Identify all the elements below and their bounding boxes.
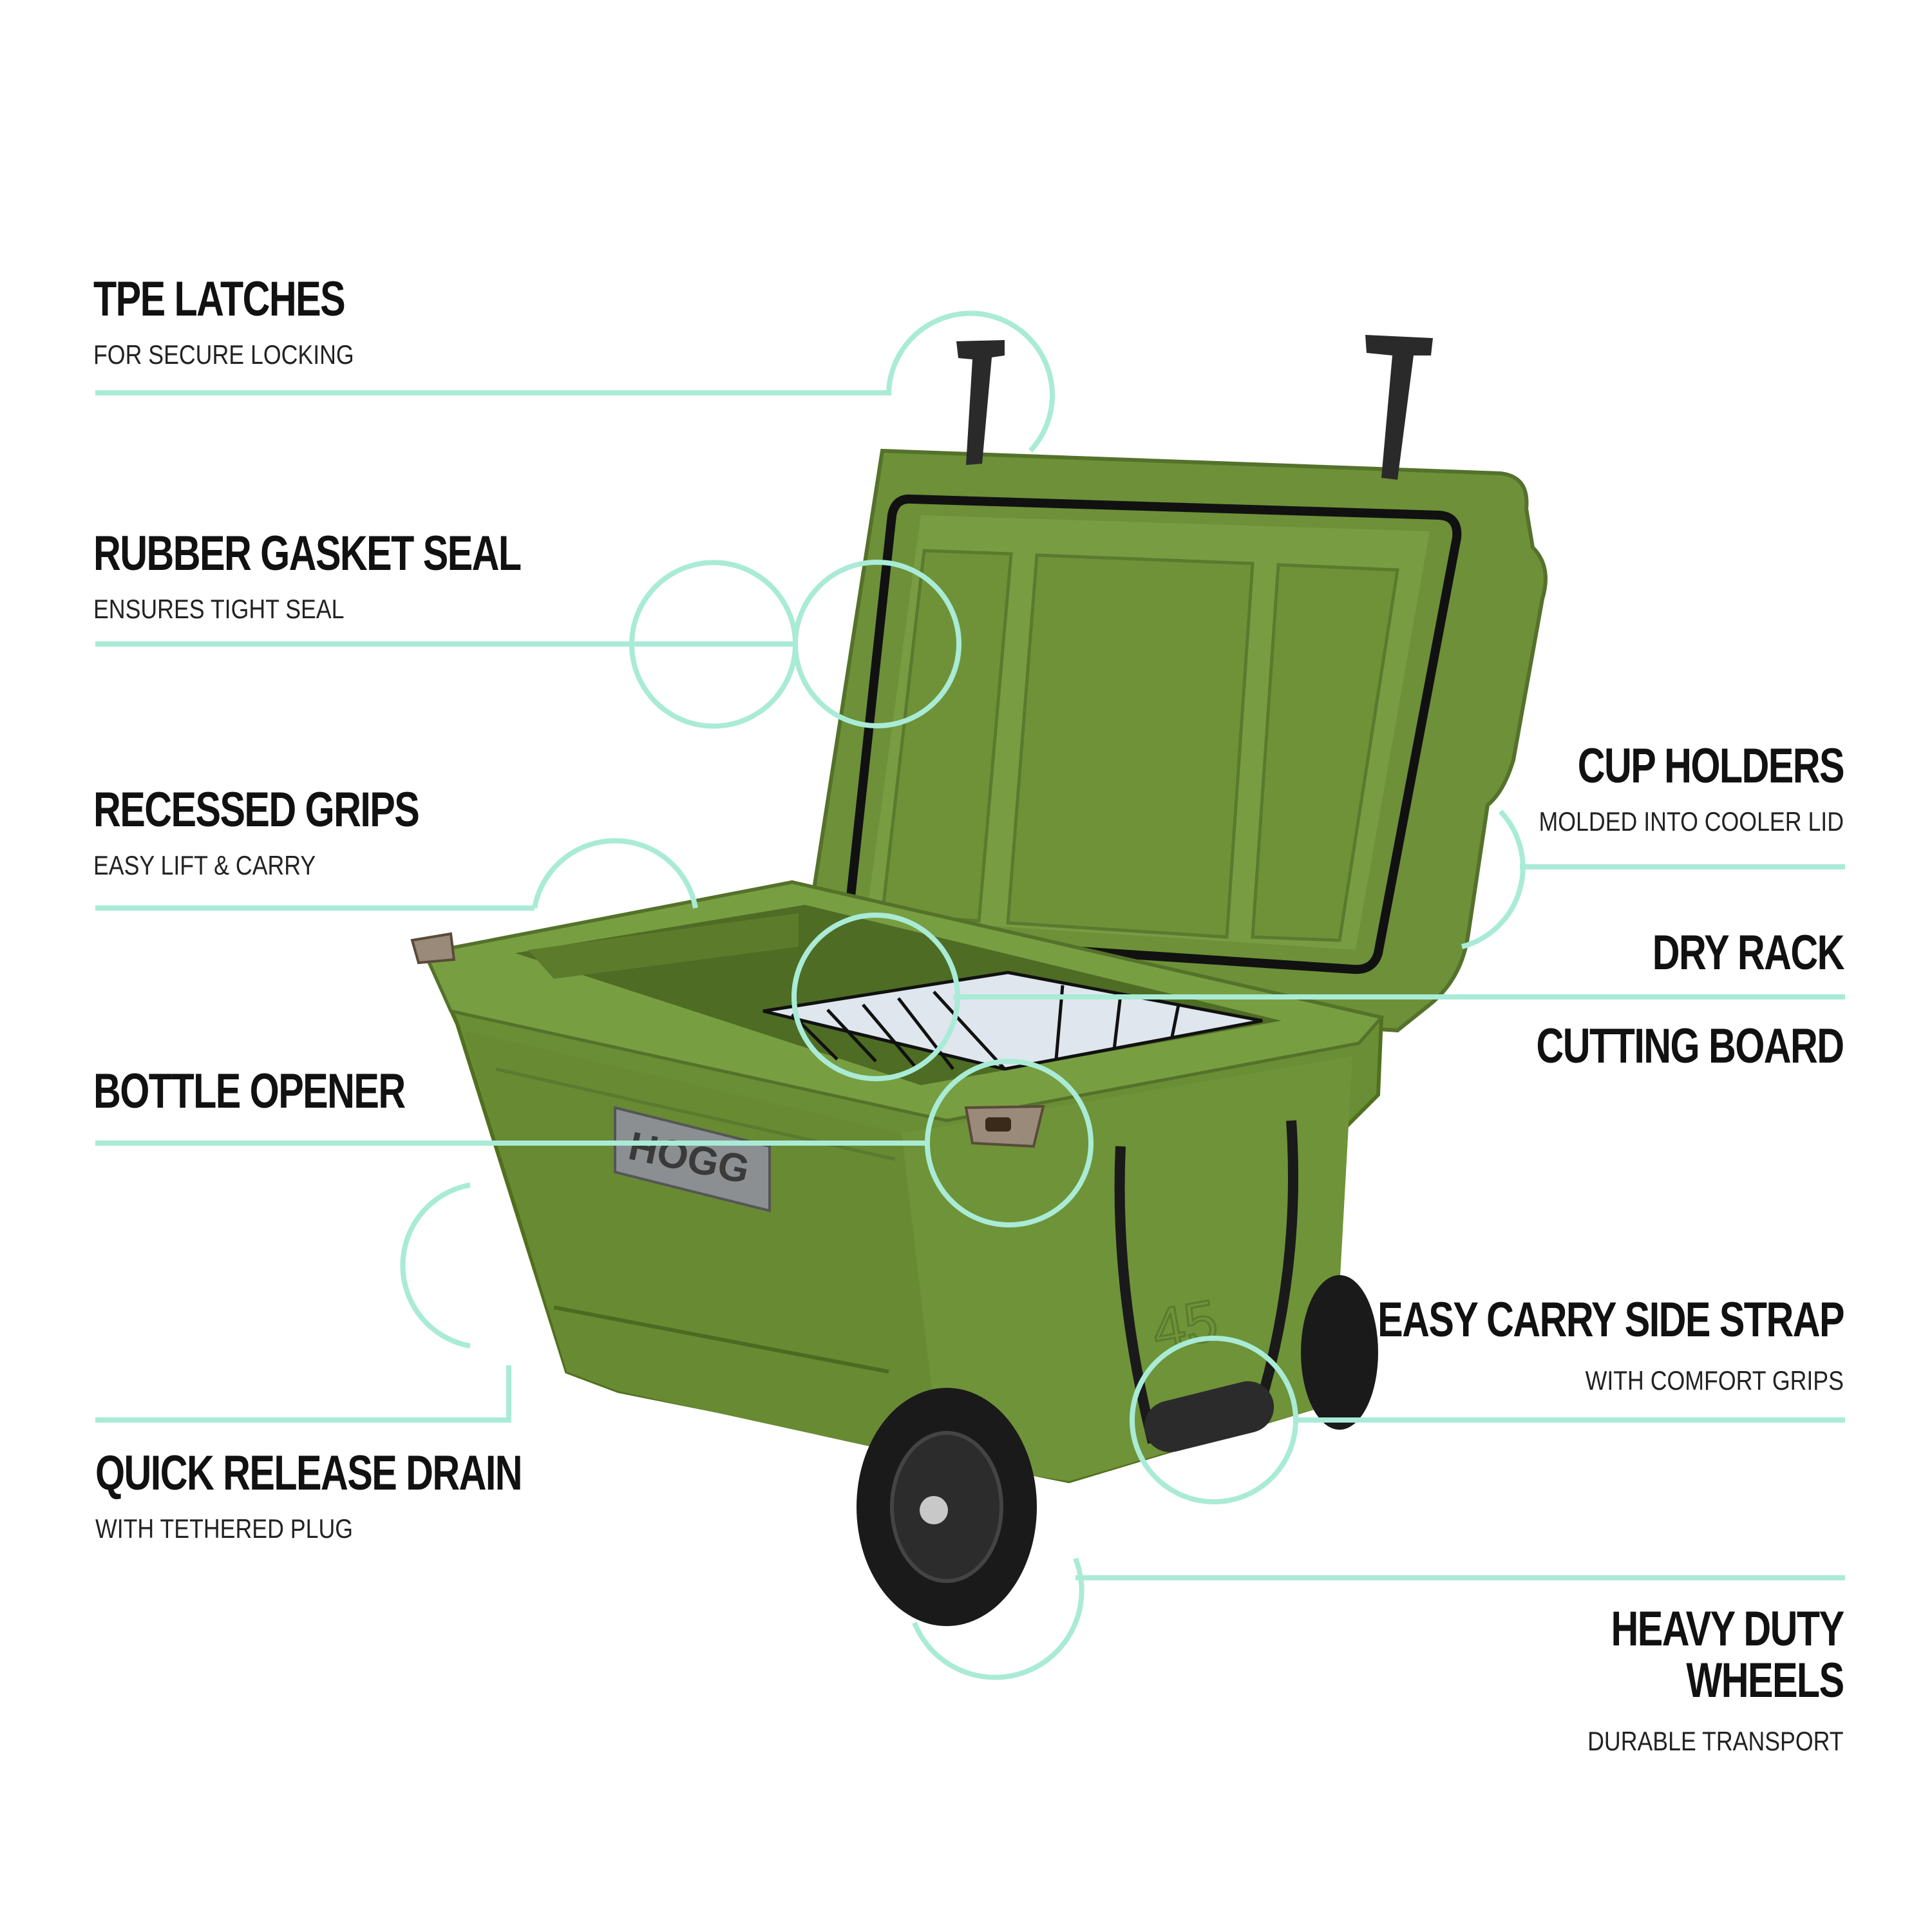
callout-arc-quick-release-drain [400,1182,471,1349]
feature-easy-carry-side-strap: EASY CARRY SIDE STRAP WITH COMFORT GRIPS [1246,1294,1844,1396]
callout-circle-side-strap [1130,1336,1298,1504]
feature-subtitle: ENSURES TIGHT SEAL [93,594,345,624]
feature-title: BOTTLE OPENER [93,1064,406,1119]
callout-quick-release-drain [95,1365,511,1423]
feature-title: HEAVY DUTY WHEELS [1611,1602,1845,1708]
feature-title: TPE LATCHES [93,272,346,327]
callout-arc-cup-holders [1461,810,1526,949]
feature-recessed-grips: RECESSED GRIPS EASY LIFT & CARRY [93,784,511,881]
feature-title: RUBBER GASKET SEAL [93,526,522,581]
feature-subtitle: MOLDED INTO COOLER LID [1539,806,1844,837]
feature-subtitle: FOR SECURE LOCKING [93,339,354,370]
rubber-gasket [844,494,1462,974]
feature-quick-release-drain: QUICK RELEASE DRAIN WITH TETHERED PLUG [95,1448,642,1544]
size-mark: 45 [1148,1288,1222,1363]
comfort-grip [1144,1381,1274,1452]
feature-title: CUP HOLDERS [1577,739,1845,793]
feature-bottle-opener: BOTTLE OPENER [93,1066,493,1117]
feature-subtitle: WITH COMFORT GRIPS [1585,1365,1844,1396]
feature-dry-rack: DRY RACK [1598,925,1845,980]
callouts [95,310,1845,1680]
cooler: HOGG 45 [410,335,1548,1626]
latch-left [956,340,1005,465]
feature-subtitle: EASY LIFT & CARRY [93,850,316,880]
cooler-lid [800,448,1548,1033]
feature-cup-holders: CUP HOLDERS MOLDED INTO COOLER LID [1485,739,1845,837]
feature-heavy-duty-wheels: HEAVY DUTY WHEELS DURABLE TRANSPORT [1542,1602,1845,1757]
brand-badge: HOGG [614,1106,771,1213]
callout-circle-bottle-opener [925,1059,1094,1227]
feature-subtitle: DURABLE TRANSPORT [1587,1726,1844,1756]
callout-circle-dry-rack [791,913,960,1081]
feature-cutting-board: CUTTING BOARD [1450,1019,1845,1074]
callout-arc-wheels [912,1557,1084,1680]
wheel-rear [1301,1275,1378,1430]
feature-title: CUTTING BOARD [1537,1019,1845,1074]
feature-title: DRY RACK [1652,925,1845,980]
feature-rubber-gasket-seal: RUBBER GASKET SEAL ENSURES TIGHT SEAL [93,528,641,625]
dry-rack-wire [762,971,1263,1071]
feature-title: QUICK RELEASE DRAIN [95,1446,523,1501]
latch-right [1365,335,1433,480]
callout-circle-rubber-gasket [793,560,961,728]
feature-title: RECESSED GRIPS [93,782,420,837]
callout-tpe-latches [95,310,1055,453]
callout-arc-recessed-grips [532,838,698,909]
feature-subtitle: WITH TETHERED PLUG [95,1513,354,1544]
feature-tpe-latches: TPE LATCHES FOR SECURE LOCKING [93,274,415,370]
wheel-front [857,1388,1037,1626]
callout-rubber-gasket [95,560,799,729]
feature-title: EASY CARRY SIDE STRAP [1378,1293,1844,1347]
